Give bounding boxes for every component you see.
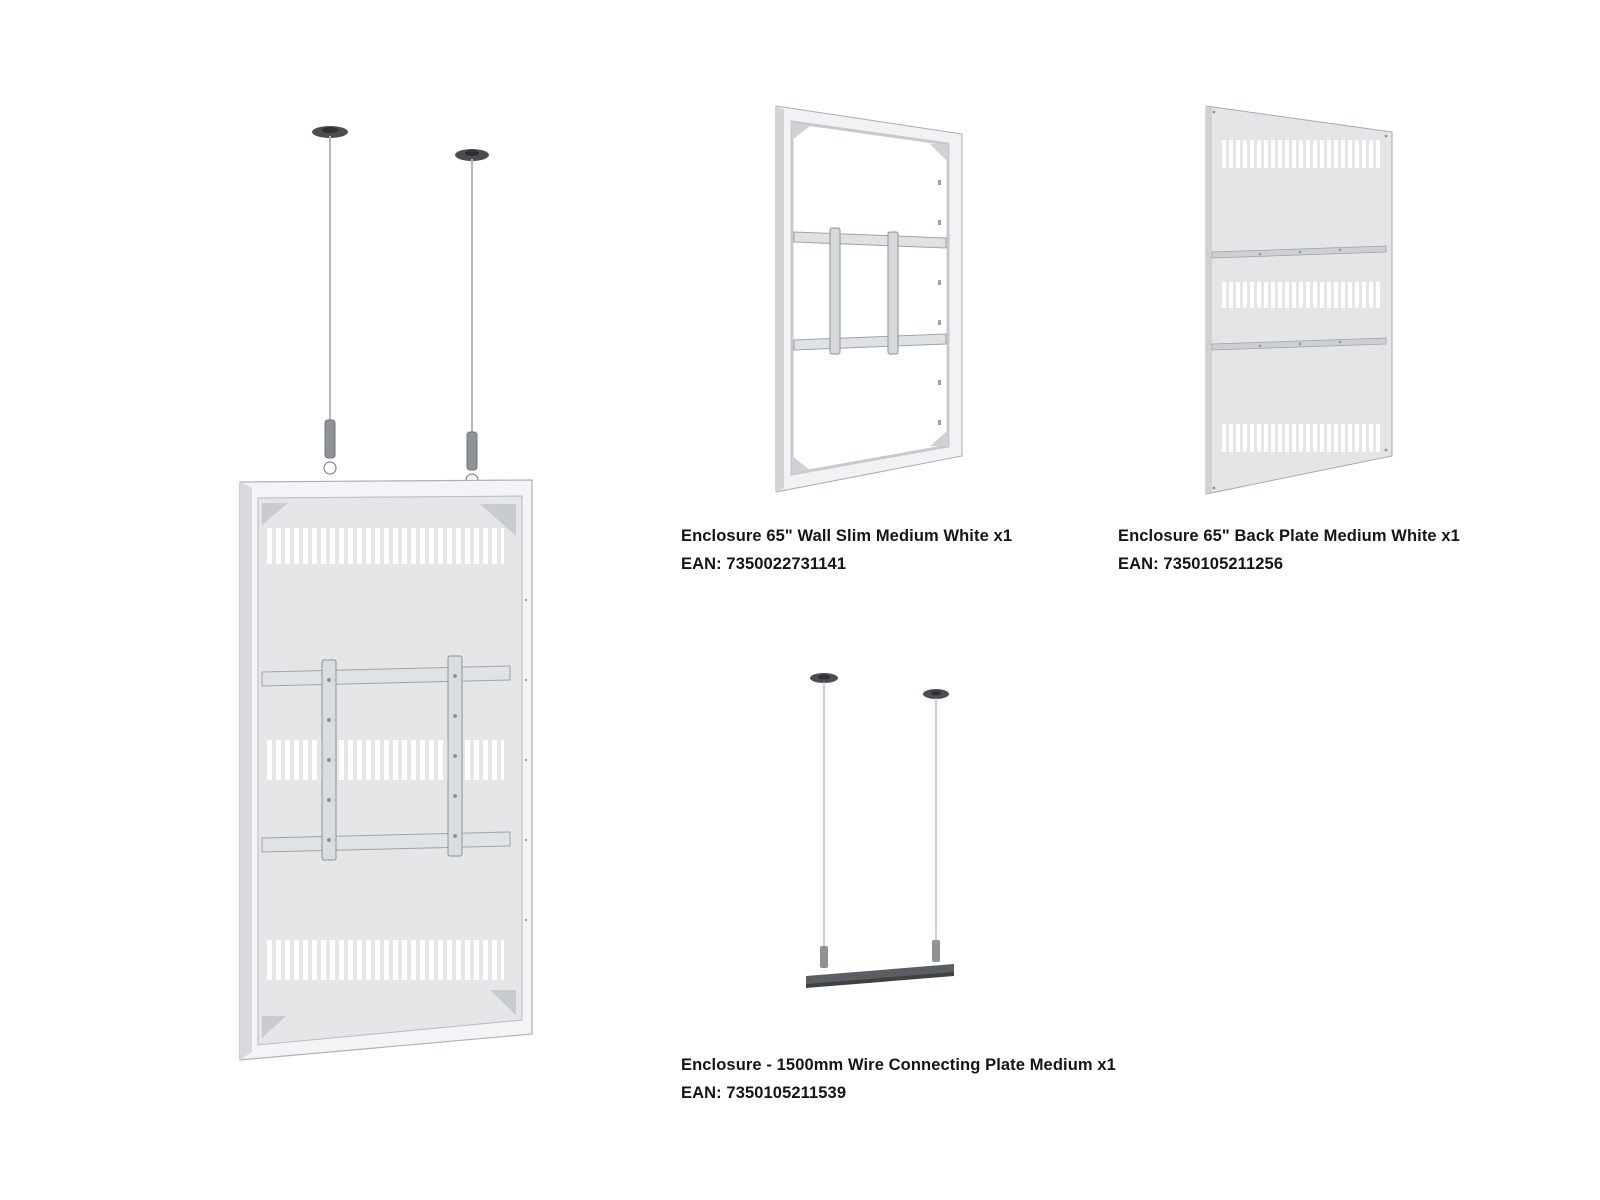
product-name: Enclosure 65" Wall Slim Medium White x1 [681,527,1013,545]
product-ean: EAN: 7350022731141 [681,555,847,573]
product-caption-back-plate: Enclosure 65" Back Plate Medium White x1… [1118,522,1460,578]
product-ean: EAN: 7350105211256 [1118,555,1284,573]
assembled-ceiling-enclosure-icon [239,126,533,1061]
product-caption-wall-slim: Enclosure 65" Wall Slim Medium White x1 … [681,522,1012,578]
back-plate-icon [1205,105,1393,495]
product-name: Enclosure 65" Back Plate Medium White x1 [1118,527,1460,545]
wall-slim-frame-icon [775,105,963,493]
wire-connecting-plate-icon [806,673,954,988]
product-name: Enclosure - 1500mm Wire Connecting Plate… [681,1056,1116,1074]
product-caption-wire-plate: Enclosure - 1500mm Wire Connecting Plate… [681,1051,1116,1107]
product-ean: EAN: 7350105211539 [681,1084,847,1102]
